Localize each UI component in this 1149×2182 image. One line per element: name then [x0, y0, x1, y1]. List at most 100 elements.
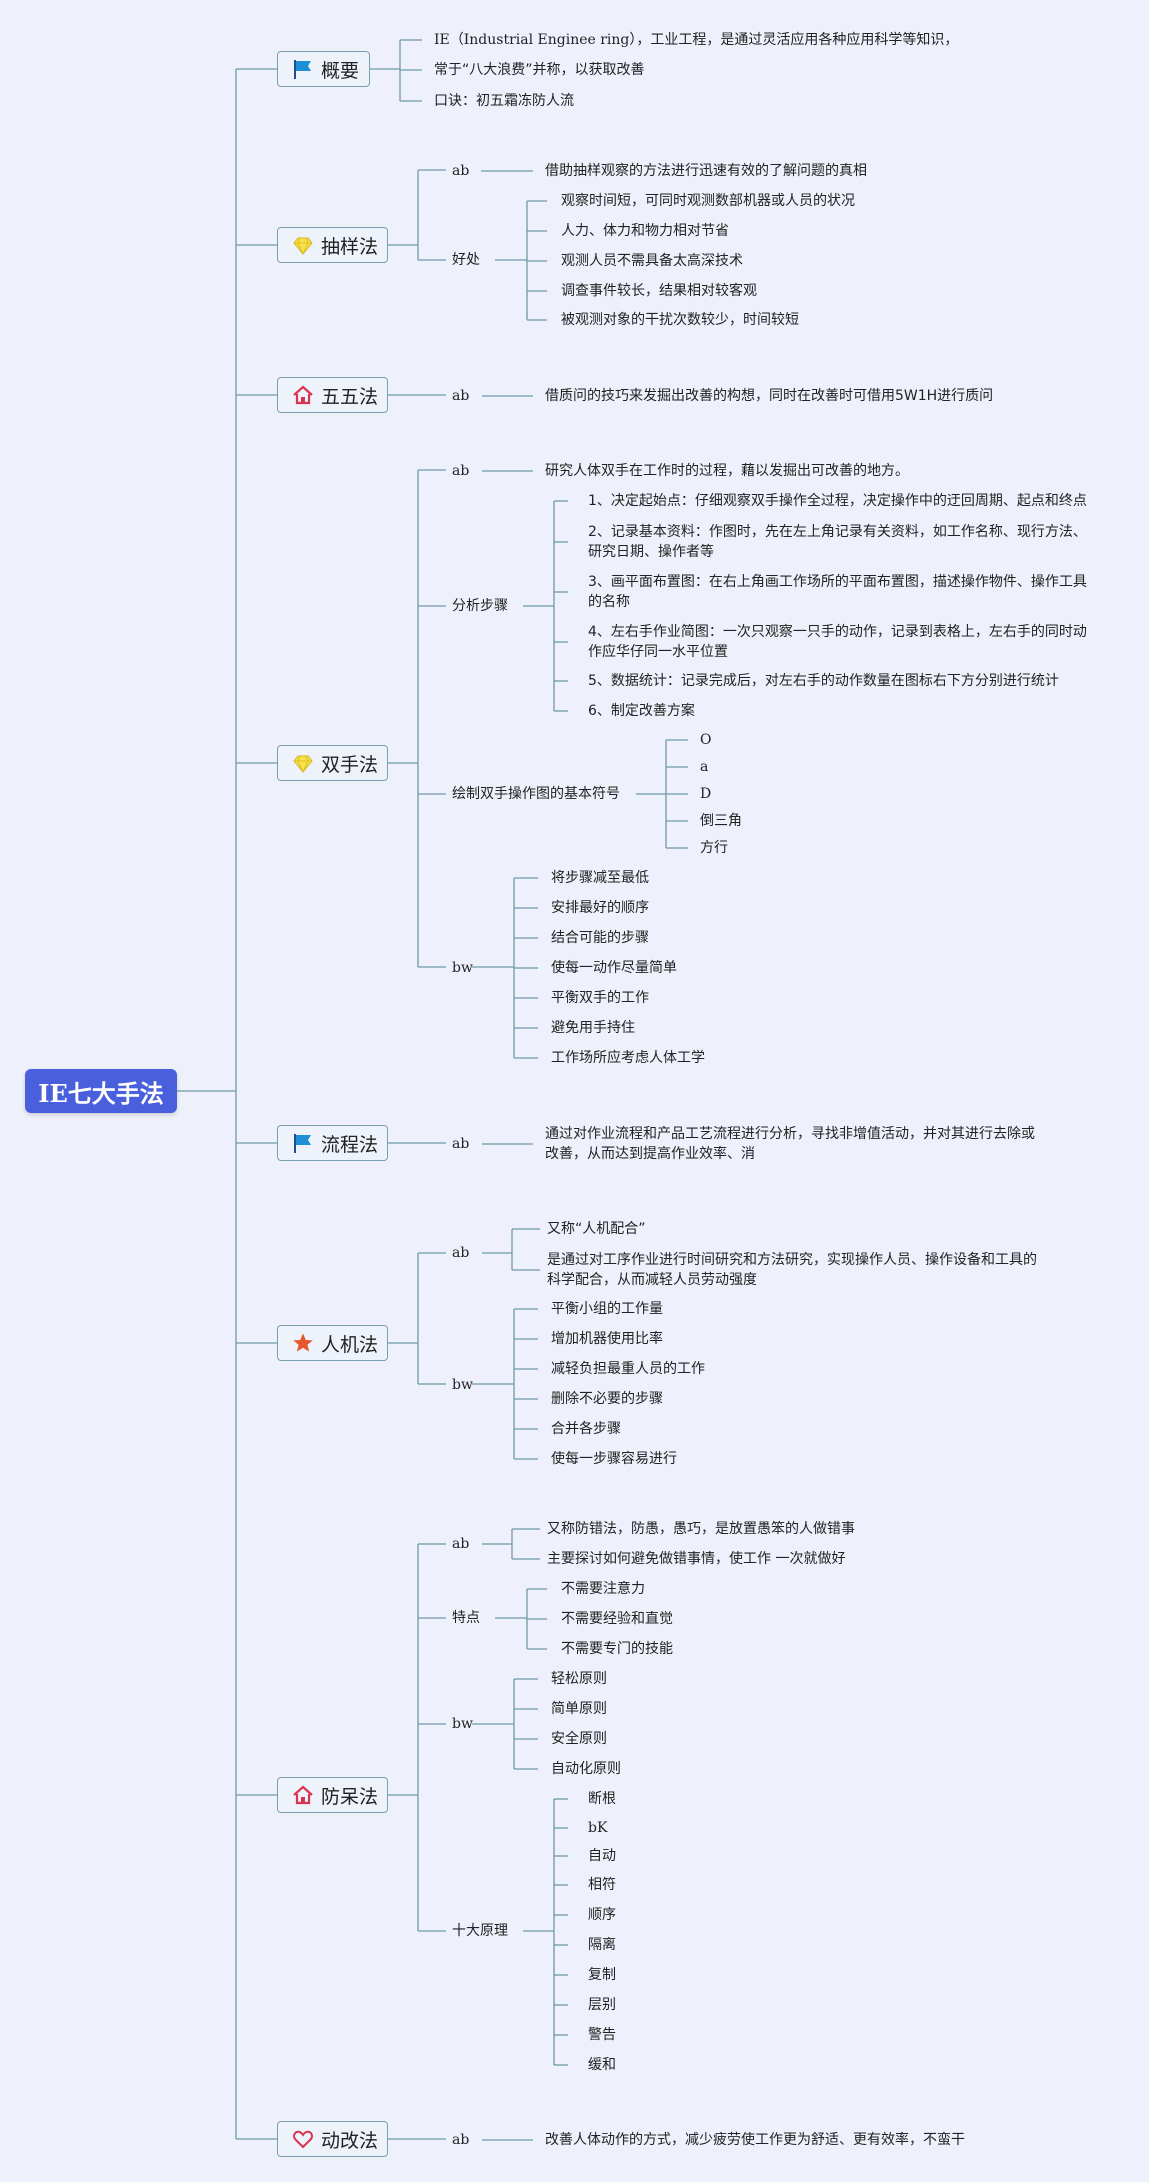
principle-item: 断根 — [588, 1791, 616, 1807]
chouyang-hao-item: 观察时间短，可同时观测数部机器或人员的状况 — [561, 193, 855, 209]
blue-flag-icon — [292, 1132, 314, 1154]
fangdai-bw-item: 安全原则 — [551, 1731, 607, 1747]
red-house-icon — [292, 384, 314, 406]
symbol-item: 倒三角 — [700, 813, 742, 829]
topic-title: 概要 — [321, 59, 360, 82]
chouyang-ab-text: 借助抽样观察的方法进行迅速有效的了解问题的真相 — [545, 163, 867, 179]
topic-title: 双手法 — [321, 753, 379, 776]
fangdai-bw-item: 轻松原则 — [551, 1671, 607, 1687]
principle-item: 层别 — [588, 1997, 616, 2013]
fangdai-bw-item: 简单原则 — [551, 1701, 607, 1717]
fangdai-shi-label: 十大原理 — [452, 1923, 508, 1939]
symbol-item: D — [700, 786, 712, 802]
root-node[interactable]: IE七大手法 — [25, 1069, 177, 1113]
shuangshou-bw-item: 避免用手持住 — [551, 1020, 635, 1036]
renji-bw-item: 删除不必要的步骤 — [551, 1391, 663, 1407]
chouyang-hao-item: 观测人员不需具备太高深技术 — [561, 253, 743, 269]
renji-ab-item: 又称“人机配合” — [547, 1221, 646, 1237]
renji-bw-item: 平衡小组的工作量 — [551, 1301, 663, 1317]
topic-title: 防呆法 — [321, 1785, 379, 1808]
principle-item: 顺序 — [588, 1907, 616, 1923]
principle-item: 隔离 — [588, 1937, 616, 1953]
topic-title: 人机法 — [321, 1333, 379, 1356]
renji-bw-item: 增加机器使用比率 — [551, 1331, 663, 1347]
chouyang-hao-item: 调查事件较长，结果相对较客观 — [561, 283, 757, 299]
renji-bw-label: bw — [452, 1377, 473, 1393]
liucheng-ab-text: 通过对作业流程和产品工艺流程进行分析，寻找非增值活动，并对其进行去除或 — [545, 1126, 1035, 1142]
shuangshou-symbols-label: 绘制双手操作图的基本符号 — [452, 786, 620, 802]
renji-bw-item: 减轻负担最重人员的工作 — [551, 1361, 705, 1377]
renji-bw-item: 合并各步骤 — [551, 1421, 621, 1437]
shuangshou-bw-item: 工作场所应考虑人体工学 — [551, 1050, 705, 1066]
analysis-step: 1、决定起始点：仔细观察双手操作全过程，决定操作中的迂回周期、起点和终点 — [588, 493, 1087, 509]
orange-star-icon — [292, 1332, 314, 1354]
topic-title: 抽样法 — [321, 235, 379, 258]
symbol-item: a — [700, 759, 709, 775]
analysis-step-cont: 研究日期、操作者等 — [588, 544, 714, 560]
topic-title: 流程法 — [321, 1133, 379, 1156]
topic-fangdai[interactable]: 防呆法 — [277, 1777, 388, 1813]
red-heart-icon — [292, 2128, 314, 2150]
fangdai-bw-label: bw — [452, 1716, 473, 1732]
symbol-item: 方行 — [700, 840, 728, 856]
chouyang-hao-label: 好处 — [452, 252, 480, 268]
gaiyao-item-2: 常于“八大浪费”并称，以获取改善 — [434, 62, 645, 78]
topic-title: 动改法 — [321, 2129, 379, 2152]
donggai-ab-label: ab — [452, 2132, 470, 2148]
fangdai-ab-item: 又称防错法，防愚，愚巧，是放置愚笨的人做错事 — [547, 1521, 855, 1537]
analysis-step: 5、数据统计：记录完成后，对左右手的动作数量在图标右下方分别进行统计 — [588, 673, 1059, 689]
fangdai-ab-item: 主要探讨如何避免做错事情，使工作 一次就做好 — [547, 1551, 846, 1567]
chouyang-hao-item: 人力、体力和物力相对节省 — [561, 223, 729, 239]
shuangshou-bw-item: 安排最好的顺序 — [551, 900, 649, 916]
principle-item: 缓和 — [588, 2057, 616, 2073]
topic-wuwu[interactable]: 五五法 — [277, 377, 388, 413]
yellow-diamond-icon — [292, 752, 314, 774]
chouyang-hao-item: 被观测对象的干扰次数较少，时间较短 — [561, 312, 799, 328]
analysis-step: 2、记录基本资料：作图时，先在左上角记录有关资料，如工作名称、现行方法、 — [588, 524, 1087, 540]
analysis-step-cont: 的名称 — [588, 594, 630, 610]
analysis-step-cont: 作应华仔同一水平位置 — [588, 644, 728, 660]
principle-item: 警告 — [588, 2027, 616, 2043]
renji-bw-item: 使每一步骤容易进行 — [551, 1451, 677, 1467]
renji-ab-item: 是通过对工序作业进行时间研究和方法研究，实现操作人员、操作设备和工具的 — [547, 1252, 1037, 1268]
shuangshou-steps-label: 分析步骤 — [452, 598, 508, 614]
yellow-diamond-icon — [292, 234, 314, 256]
analysis-step: 6、制定改善方案 — [588, 703, 695, 719]
principle-item: 相符 — [588, 1877, 616, 1893]
shuangshou-ab-text: 研究人体双手在工作时的过程，藉以发掘出可改善的地方。 — [545, 463, 909, 479]
fangdai-te-item: 不需要注意力 — [561, 1581, 645, 1597]
red-house-icon — [292, 1784, 314, 1806]
topic-shuangshou[interactable]: 双手法 — [277, 745, 388, 781]
shuangshou-bw-label: bw — [452, 960, 473, 976]
fangdai-bw-item: 自动化原则 — [551, 1761, 621, 1777]
shuangshou-bw-item: 结合可能的步骤 — [551, 930, 649, 946]
fangdai-te-item: 不需要经验和直觉 — [561, 1611, 673, 1627]
topic-donggai[interactable]: 动改法 — [277, 2121, 388, 2157]
shuangshou-ab-label: ab — [452, 463, 470, 479]
fangdai-te-label: 特点 — [452, 1610, 480, 1626]
principle-item: 复制 — [588, 1967, 616, 1983]
principle-item: 自动 — [588, 1848, 616, 1864]
blue-flag-icon — [292, 58, 314, 80]
renji-ab-label: ab — [452, 1245, 470, 1261]
shuangshou-bw-item: 平衡双手的工作 — [551, 990, 649, 1006]
fangdai-te-item: 不需要专门的技能 — [561, 1641, 673, 1657]
topic-chouyang[interactable]: 抽样法 — [277, 227, 388, 263]
shuangshou-bw-item: 使每一动作尽量简单 — [551, 960, 677, 976]
topic-liucheng[interactable]: 流程法 — [277, 1125, 388, 1161]
topic-renji[interactable]: 人机法 — [277, 1325, 388, 1361]
shuangshou-bw-item: 将步骤减至最低 — [551, 870, 649, 886]
renji-ab-item-cont: 科学配合，从而减轻人员劳动强度 — [547, 1272, 757, 1288]
donggai-ab-text: 改善人体动作的方式，减少疲劳使工作更为舒适、更有效率，不蛮干 — [545, 2132, 965, 2148]
symbol-item: O — [700, 732, 712, 748]
principle-item: bK — [588, 1820, 608, 1836]
analysis-step: 4、左右手作业简图：一次只观察一只手的动作，记录到表格上，左右手的同时动 — [588, 624, 1087, 640]
gaiyao-item-3: 口诀：初五霜冻防人流 — [434, 93, 574, 109]
fangdai-ab-label: ab — [452, 1536, 470, 1552]
chouyang-ab-label: ab — [452, 163, 470, 179]
wuwu-ab-text: 借质问的技巧来发掘出改善的构想，同时在改善时可借用5W1H进行质问 — [545, 388, 994, 404]
gaiyao-item-1: IE（Industrial Enginee ring），工业工程，是通过灵活应用… — [434, 32, 959, 48]
topic-title: 五五法 — [321, 385, 379, 408]
topic-gaiyao[interactable]: 概要 — [277, 51, 370, 87]
